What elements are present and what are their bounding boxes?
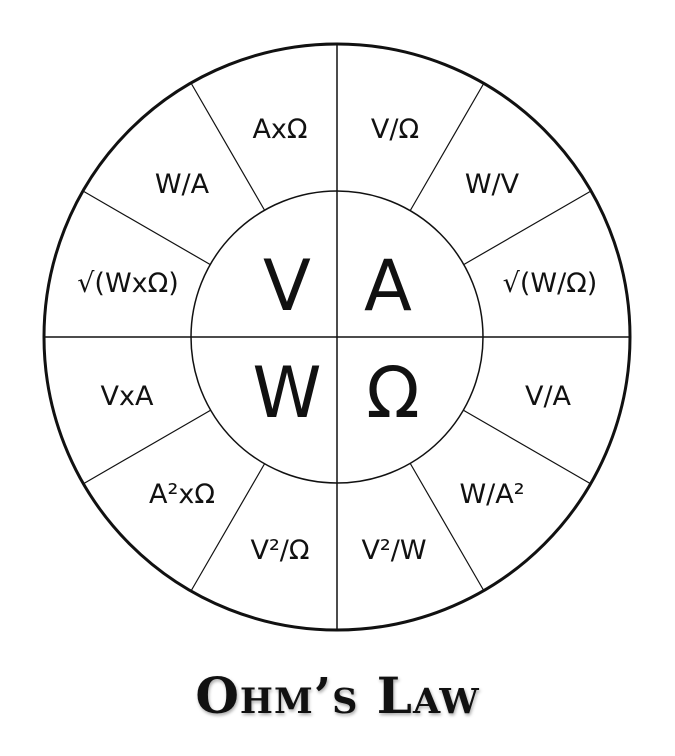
- divider-60-tr: [462, 190, 592, 266]
- label-v-x-a: VxA: [101, 381, 154, 412]
- divider-30-bl: [190, 462, 266, 592]
- label-v-squared-over-w: V²/W: [361, 535, 426, 566]
- divider-60-bl: [82, 409, 212, 485]
- center-voltage: V: [263, 245, 311, 327]
- divider-60-br: [409, 462, 485, 592]
- center-power: W: [252, 352, 321, 434]
- label-w-over-a-squared: W/A²: [459, 479, 524, 510]
- divider-30-tl: [82, 190, 212, 266]
- center-current: A: [364, 245, 412, 327]
- center-resistance: Ω: [366, 352, 420, 434]
- divider-30-tr: [409, 82, 485, 212]
- label-w-over-a: W/A: [155, 169, 210, 200]
- label-v-squared-over-ohm: V²/Ω: [250, 535, 309, 566]
- label-w-over-v: W/V: [465, 169, 520, 200]
- label-sqrt-w-x-ohm: √(WxΩ): [77, 268, 179, 299]
- divider-30-br: [462, 409, 592, 485]
- divider-60-tl: [190, 82, 266, 212]
- label-sqrt-w-over-ohm: √(W/Ω): [503, 268, 598, 299]
- label-v-over-ohm: V/Ω: [371, 114, 419, 145]
- label-v-over-a: V/A: [525, 381, 572, 412]
- diagram-title: Ohm’s Law: [195, 666, 480, 725]
- label-a-x-ohm: AxΩ: [252, 114, 307, 145]
- label-a-squared-x-ohm: A²xΩ: [149, 479, 215, 510]
